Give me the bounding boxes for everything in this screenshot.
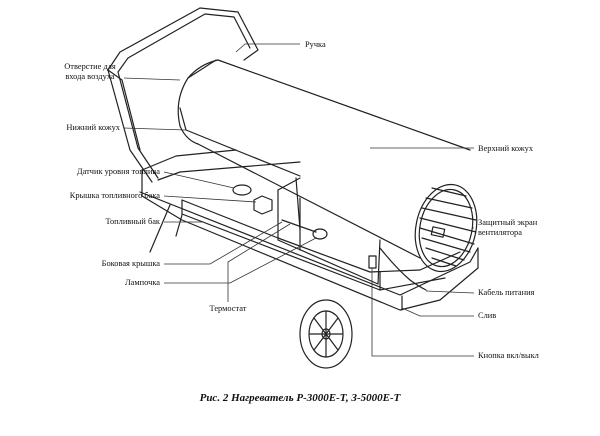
label-side-cover: Боковая крышка (101, 259, 160, 268)
label-lamp: Лампочка (124, 278, 160, 287)
leader-lines (123, 43, 475, 357)
cable-part (379, 247, 427, 291)
label-fuel-tank: Топливный бак (105, 217, 160, 226)
figure-caption: Рис. 2 Нагреватель Р-3000Е-Т, З-5000Е-Т (199, 392, 401, 404)
wheel-part (299, 299, 353, 369)
fuel-cap-part (253, 195, 273, 215)
label-fuel-level-sensor: Датчик уровня топлива (76, 167, 160, 176)
frame-part (139, 149, 479, 311)
lamp-part (281, 219, 328, 240)
label-lower-casing: Нижний кожух (66, 123, 120, 132)
fan-guard-part (414, 183, 478, 273)
upper-casing-part (177, 59, 471, 259)
switch-part (368, 255, 377, 269)
label-drain: Слив (478, 311, 497, 320)
label-fan-guard-line1: Защитный экран (478, 218, 538, 227)
label-power-cable: Кабель питания (478, 288, 535, 297)
label-thermostat: Термостат (209, 304, 247, 313)
label-upper-casing: Верхний кожух (478, 144, 534, 153)
label-air-inlet-line1: Отверстие для (64, 62, 116, 71)
label-fan-guard-line2: вентилятора (478, 228, 522, 237)
label-fuel-tank-cap: Крышка топливного бака (69, 191, 160, 200)
side-box-part (277, 177, 381, 285)
handle-part (107, 7, 259, 183)
fuel-gauge-part (232, 184, 252, 196)
label-handle: Ручка (305, 40, 326, 49)
label-air-inlet-line2: входа воздуха (65, 72, 115, 81)
label-power-button: Кнопка вкл/выкл (478, 351, 539, 360)
